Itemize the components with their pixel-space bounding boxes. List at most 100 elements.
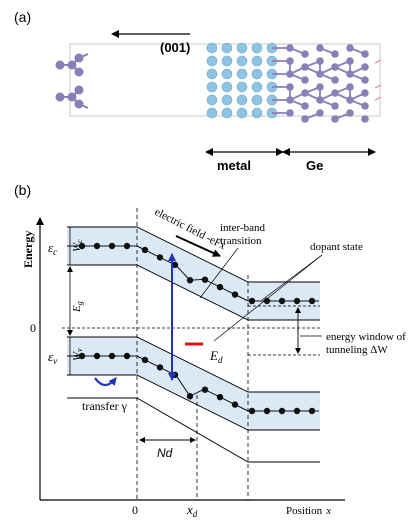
y-axis-label: Energy <box>21 231 35 268</box>
ge-atom <box>331 76 339 84</box>
metal-atom <box>236 81 248 93</box>
interband-line1: inter-band <box>220 222 265 234</box>
metal-atom <box>206 81 218 93</box>
ge-atom <box>316 70 324 78</box>
ge-atom <box>346 57 354 65</box>
metal-atom <box>221 68 233 80</box>
ge-atom <box>301 102 309 110</box>
band-edges <box>67 226 320 463</box>
ge-atom <box>331 115 339 123</box>
ge-atom <box>301 63 309 71</box>
ge-atom <box>286 57 294 65</box>
metal-atom <box>251 68 263 80</box>
ed-label-bg <box>205 344 235 368</box>
ge-atom <box>301 89 309 97</box>
ge-atom <box>301 115 309 123</box>
metal-atom <box>236 68 248 80</box>
cb-atom-chain <box>67 245 319 302</box>
ge-atom <box>346 96 354 104</box>
panel-b-label: (b) <box>14 182 31 198</box>
ge-atom <box>346 83 354 91</box>
origin-label: 0 <box>132 503 138 517</box>
conduction-band <box>67 227 320 320</box>
panel-a: (a) (001) metal Ge <box>14 9 382 173</box>
ge-atom <box>346 70 354 78</box>
ge-atom <box>286 70 294 78</box>
metal-label: metal <box>217 158 251 173</box>
field-arrow <box>175 235 221 257</box>
metal-atom <box>236 42 248 54</box>
metal-atom <box>251 94 263 106</box>
ge-atom <box>316 96 324 104</box>
left-ge-fragment <box>55 53 89 109</box>
metal-atom <box>221 55 233 67</box>
ge-terminal-mark <box>374 96 382 101</box>
metal-atom <box>221 107 233 119</box>
metal-atom <box>221 94 233 106</box>
metal-atom <box>251 55 263 67</box>
conduction-atoms <box>67 242 319 305</box>
ev-label: εv <box>48 349 57 366</box>
ge-atom <box>361 63 369 71</box>
metal-atom <box>251 107 263 119</box>
metal-atom <box>206 68 218 80</box>
metal-atom <box>251 81 263 93</box>
ed-label: Ed <box>209 348 223 365</box>
metal-atom <box>236 55 248 67</box>
ge-atom <box>286 109 294 117</box>
ge-label: Ge <box>306 158 323 173</box>
valence-atoms <box>67 352 319 415</box>
zero-energy-label: 0 <box>30 321 36 335</box>
ge-lattice <box>272 44 382 123</box>
valence-band <box>67 337 320 430</box>
metal-atom <box>206 42 218 54</box>
vb-atom <box>186 393 194 400</box>
ge-atom <box>286 96 294 104</box>
eg-label: Eg <box>71 301 84 313</box>
ec-label: εc <box>48 240 57 257</box>
nd-label: Nd <box>157 446 173 460</box>
ge-atom <box>361 102 369 110</box>
metal-atom <box>206 55 218 67</box>
ge-atom <box>346 44 354 52</box>
window-line1: energy window of <box>326 331 406 343</box>
ge-atom <box>286 44 294 52</box>
ge-atom <box>361 76 369 84</box>
ge-atom <box>316 57 324 65</box>
ge-atom <box>361 50 369 58</box>
metal-atom <box>236 94 248 106</box>
ge-atom <box>361 115 369 123</box>
ge-terminal-mark <box>374 84 382 89</box>
ge-atom <box>316 44 324 52</box>
ge-atom <box>301 76 309 84</box>
ge-atom <box>301 50 309 58</box>
metal-atom <box>251 42 263 54</box>
ge-atom <box>331 50 339 58</box>
interband-line2: transition <box>220 235 262 247</box>
xd-label: xd <box>186 502 198 519</box>
vb-atom-chain <box>67 355 319 412</box>
ge-atom <box>361 89 369 97</box>
metal-atom <box>206 107 218 119</box>
annotation-pointers <box>199 247 323 342</box>
dopant-state-label: dopant state <box>310 241 363 253</box>
transfer-label: transfer γ <box>82 399 128 413</box>
ge-atom <box>316 109 324 117</box>
metal-atom <box>206 94 218 106</box>
ge-atom <box>316 83 324 91</box>
ge-atom <box>331 102 339 110</box>
ge-terminal-mark <box>374 59 382 64</box>
ge-atom <box>286 83 294 91</box>
direction-label: (001) <box>160 40 190 55</box>
metal-atoms <box>206 42 278 119</box>
metal-atom <box>221 42 233 54</box>
metal-atom <box>221 81 233 93</box>
window-line2: tunneling ΔW <box>326 344 388 356</box>
panel-a-label: (a) <box>14 9 31 25</box>
ge-atom <box>331 89 339 97</box>
transfer-arc-arrow <box>94 377 117 387</box>
wc-label: Wc <box>71 239 84 252</box>
